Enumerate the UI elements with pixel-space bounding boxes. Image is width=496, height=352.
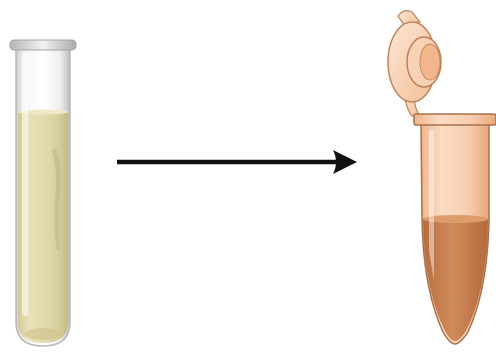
lid-plug-inner [420,44,440,80]
arrow-head [333,150,357,174]
tube-sediment [25,328,61,340]
culture-test-tube-icon [10,40,76,346]
tube-rim [414,114,496,125]
glass-highlight [22,54,28,316]
microcentrifuge-tube-icon [388,11,496,344]
tube-lid [388,11,441,102]
right-arrow-icon [117,150,357,174]
test-tube-rim [10,40,76,50]
